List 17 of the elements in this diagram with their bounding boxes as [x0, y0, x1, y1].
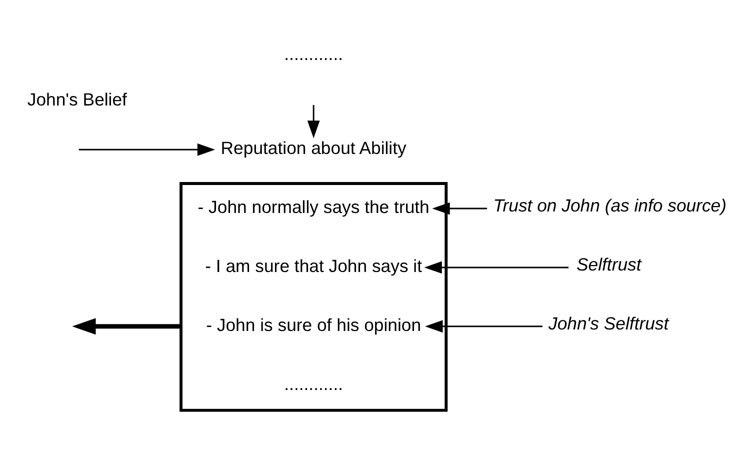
node-text: Selftrust [576, 254, 642, 275]
arrow [425, 320, 542, 333]
node-text: John's Selftrust [548, 313, 669, 334]
arrow [78, 143, 216, 156]
node-text: - I am sure that John says it [205, 256, 422, 276]
node-text: Reputation about Ability [220, 138, 406, 158]
label: ............ [284, 44, 344, 64]
arrow [307, 104, 320, 138]
arrow [424, 261, 568, 274]
node-text: Trust on John (as info source) [493, 196, 727, 216]
node-text: - John is sure of his opinion [206, 314, 422, 335]
cluster [180, 182, 448, 412]
node-text: ............ [284, 374, 344, 394]
arrow [432, 202, 488, 215]
label: John's Belief [27, 90, 127, 110]
node-text: - John normally says the truth [198, 197, 430, 218]
arrow [72, 318, 182, 335]
